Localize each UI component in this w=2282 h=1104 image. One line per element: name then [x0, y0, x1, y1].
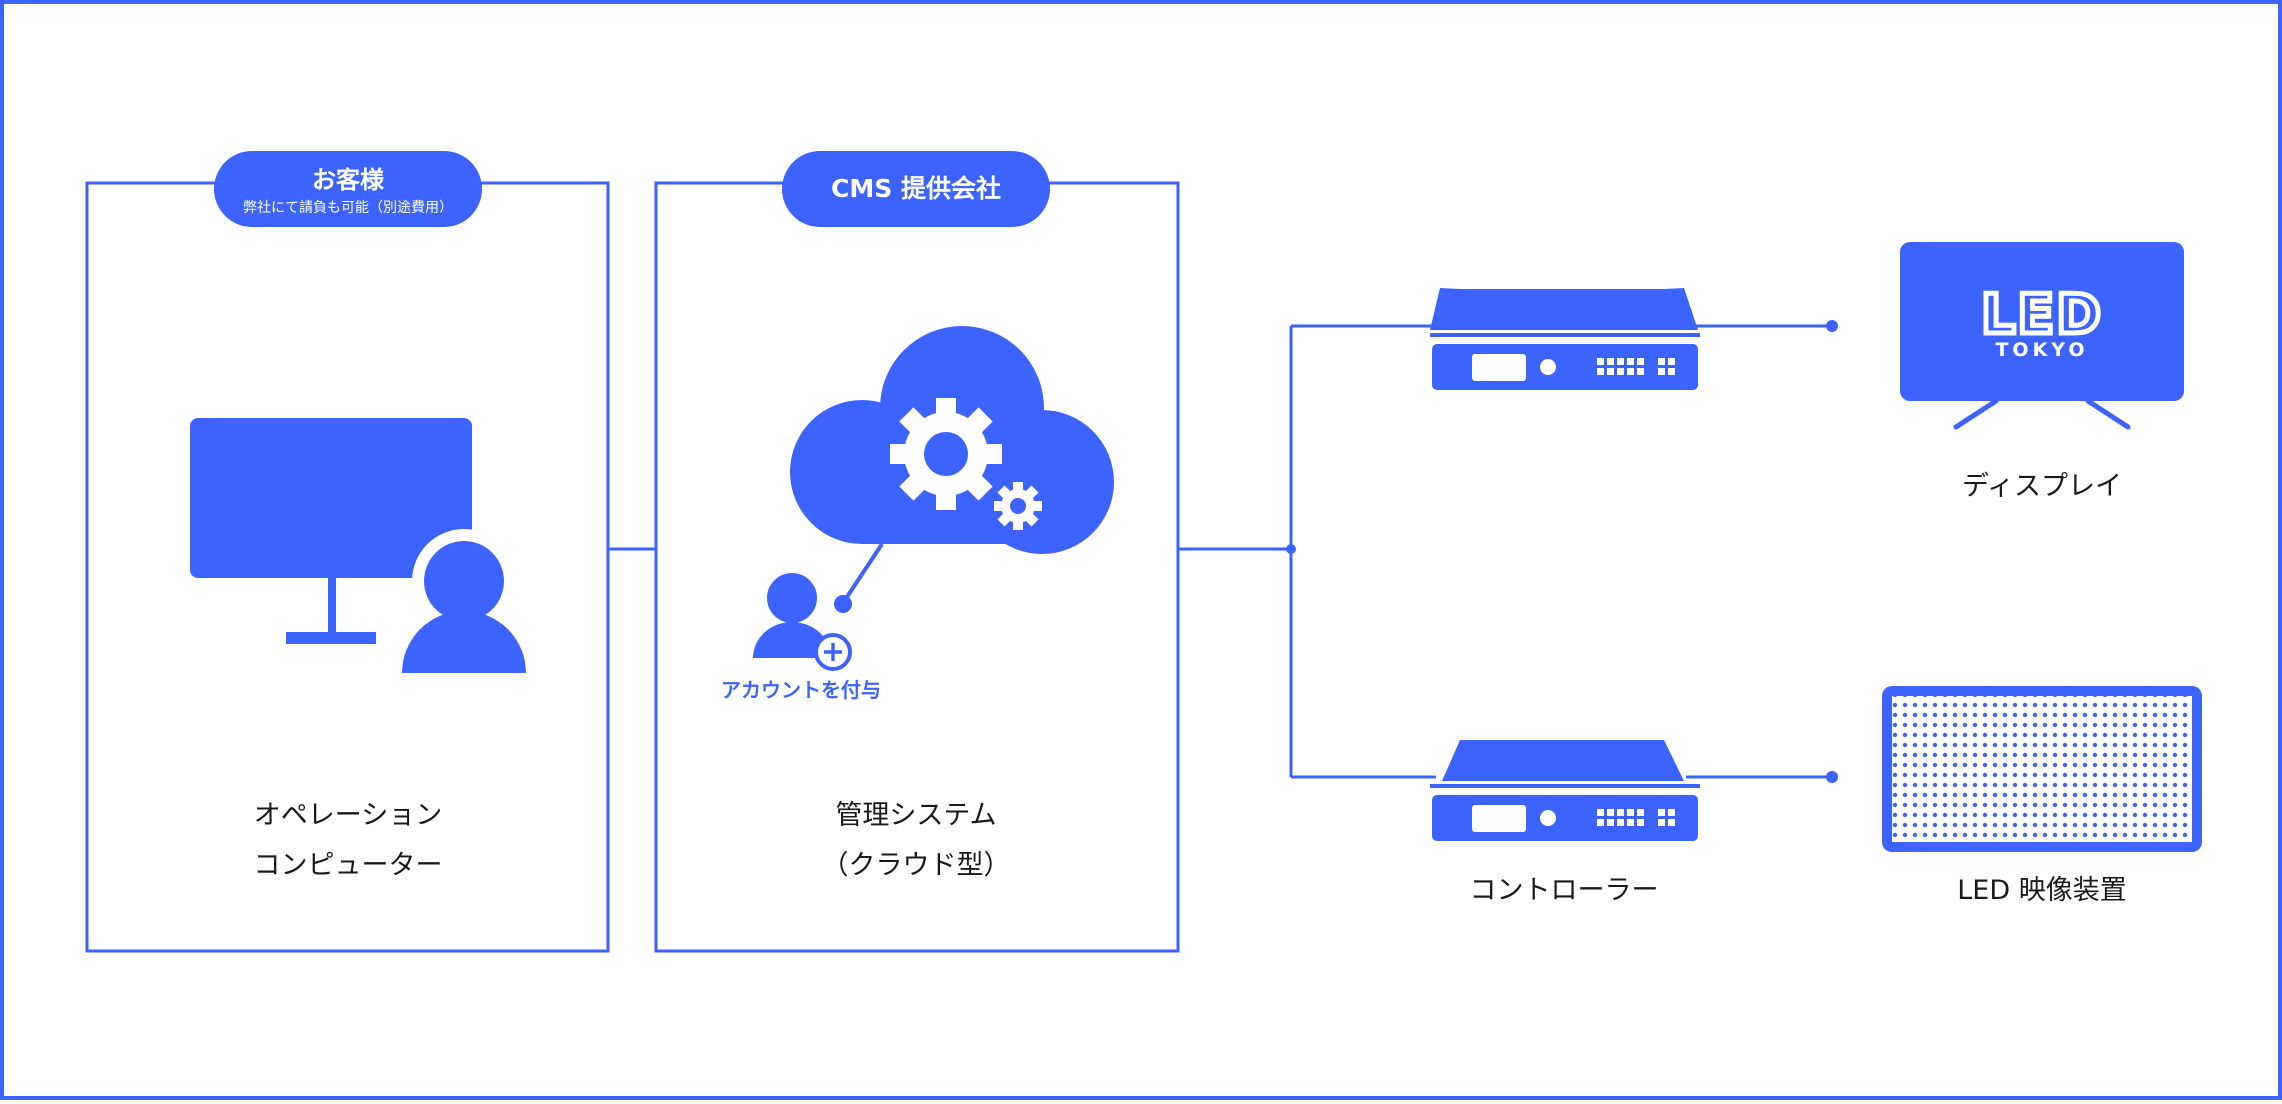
cms-label-line2: （クラウド型）: [822, 850, 1011, 881]
led-device-label: LED 映像装置: [1957, 875, 2126, 906]
customer-badge-title: お客様: [312, 166, 385, 194]
controller-icon-top: [1430, 288, 1700, 390]
led-panel-icon: [1882, 686, 2202, 852]
cms-panel: CMS 提供会社: [654, 151, 1180, 953]
display-connector-node: [1826, 320, 1838, 332]
customer-panel: お客様 弊社にて請負も可能（別途費用） オペレーション コンピューター: [85, 151, 610, 953]
display-label: ディスプレイ: [1962, 471, 2122, 502]
customer-badge-subtitle: 弊社にて請負も可能（別途費用）: [243, 199, 453, 216]
cloud-user-link-node: [834, 595, 852, 613]
led-tokyo-logo: LED TOKYO: [1978, 281, 2103, 362]
cms-badge-title: CMS 提供会社: [831, 174, 1001, 203]
add-user-icon: [753, 573, 852, 671]
cloud-gear-icon: [790, 326, 1114, 554]
account-label: アカウントを付与: [721, 678, 881, 702]
junction-node: [1286, 544, 1296, 554]
customer-label-line1: オペレーション: [254, 800, 442, 831]
small-gear-icon: [994, 482, 1042, 530]
led-connector-node: [1826, 771, 1838, 783]
cms-badge: CMS 提供会社: [782, 151, 1050, 227]
customer-badge: お客様 弊社にて請負も可能（別途費用）: [214, 151, 482, 227]
user-icon: [389, 529, 547, 686]
controller-label: コントローラー: [1470, 875, 1659, 906]
logo-led: LED: [1981, 283, 2103, 346]
cloud-user-link: [841, 542, 884, 605]
tv-icon: LED TOKYO: [1900, 242, 2184, 430]
monitor-icon: [190, 418, 472, 644]
gear-icon: [890, 398, 1002, 510]
customer-label-line2: コンピューター: [254, 850, 443, 881]
logo-tokyo: TOKYO: [1995, 339, 2088, 361]
cms-label-line1: 管理システム: [835, 800, 996, 831]
connector-tree: [1178, 324, 1832, 779]
cms-box: [654, 181, 1180, 953]
controller-icon-bottom: [1430, 740, 1700, 841]
